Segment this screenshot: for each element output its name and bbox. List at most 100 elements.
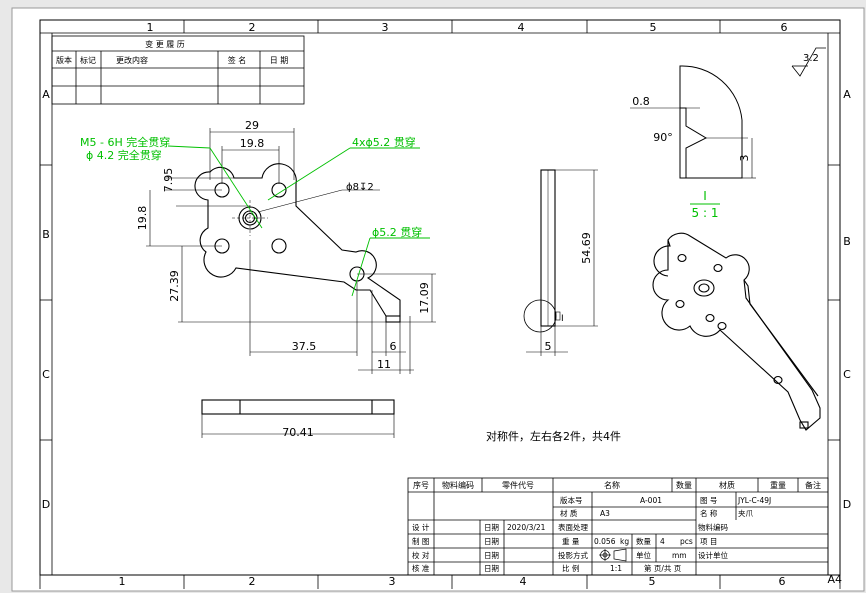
callout-single-hole: ϕ5.2 贯穿 xyxy=(372,225,422,239)
dim-19-8-vertical: 19.8 xyxy=(136,206,149,231)
zone-col-3-bottom: 3 xyxy=(389,575,396,588)
revision-title: 变 更 履 历 xyxy=(145,39,185,49)
tb-qty-label: 数量 xyxy=(636,536,651,546)
front-view-dimensions xyxy=(146,128,436,374)
tb-surface-label: 表面处理 xyxy=(558,522,588,532)
revision-col-sign: 签 名 xyxy=(228,55,247,65)
side-view-part xyxy=(523,169,561,333)
zone-row-b: B xyxy=(42,228,50,241)
detail-dim-90: 90° xyxy=(653,131,673,144)
dim-11: 11 xyxy=(377,358,391,371)
tb-header-name: 名称 xyxy=(604,480,620,490)
bottom-view xyxy=(201,399,395,438)
tb-scale-label: 比 例 xyxy=(562,563,579,573)
tb-approve-label: 核 准 xyxy=(412,563,430,573)
roughness-symbol xyxy=(791,47,826,77)
detail-marker-side: I xyxy=(561,314,564,324)
tb-design-date-value: 2020/3/21 xyxy=(507,523,546,532)
detail-label: I xyxy=(703,189,707,203)
callout-counterbore: ϕ8↧2 xyxy=(346,182,374,193)
revision-col-version: 版本 xyxy=(56,55,72,65)
tb-version-value: A-001 xyxy=(640,496,662,505)
callout-leaders xyxy=(167,145,430,297)
tb-page-label: 第 页/共 页 xyxy=(644,563,682,573)
tb-material-label: 材 质 xyxy=(560,508,578,518)
symmetry-note: 对称件，左右各2件，共4件 xyxy=(486,429,621,443)
paper xyxy=(11,7,865,592)
tb-header-material: 材质 xyxy=(719,480,735,490)
tb-header-code: 物料编码 xyxy=(442,480,474,490)
tb-name-label: 名 称 xyxy=(700,508,718,518)
sheet-size: A4 xyxy=(827,573,842,586)
tb-material-value: A3 xyxy=(600,509,610,518)
tb-drawing-no-value: JYL-C-49J xyxy=(737,496,771,505)
tb-design-label: 设 计 xyxy=(412,522,430,532)
zone-row-d-right: D xyxy=(843,498,851,511)
tb-project-label: 项 目 xyxy=(700,537,717,546)
tb-weight-label: 重 量 xyxy=(562,537,580,546)
tb-material-code-label: 物料编码 xyxy=(698,522,728,532)
tb-drawing-no-label: 图 号 xyxy=(700,496,717,505)
tb-design-date-label: 日期 xyxy=(484,523,499,532)
dim-17-09: 17.09 xyxy=(418,282,431,314)
zone-row-d: D xyxy=(42,498,50,511)
tb-version-label: 版本号 xyxy=(560,495,583,505)
zone-col-3: 3 xyxy=(382,21,389,34)
zone-col-5: 5 xyxy=(650,21,657,34)
projection-symbol xyxy=(599,548,627,562)
side-view-dimensions xyxy=(526,169,598,356)
tb-unit-value: mm xyxy=(672,551,687,560)
detail-dimensions xyxy=(630,107,756,179)
revision-col-content: 更改内容 xyxy=(116,55,148,65)
dim-7-95: 7.95 xyxy=(162,168,175,193)
dim-6: 6 xyxy=(390,340,397,353)
zone-row-b-right: B xyxy=(843,235,851,248)
zone-col-1: 1 xyxy=(147,21,154,34)
detail-scale: 5 : 1 xyxy=(692,206,719,220)
zone-col-1-bottom: 1 xyxy=(119,575,126,588)
zone-col-2: 2 xyxy=(249,21,256,34)
title-block xyxy=(407,477,829,576)
zone-col-5-bottom: 5 xyxy=(649,575,656,588)
tb-check-label: 校 对 xyxy=(412,550,430,560)
tb-unit-label: 单位 xyxy=(636,550,651,560)
dim-37-5: 37.5 xyxy=(292,340,317,353)
dim-27-39: 27.39 xyxy=(168,270,181,302)
tb-header-qty: 数量 xyxy=(676,480,692,490)
zone-col-2-bottom: 2 xyxy=(249,575,256,588)
detail-dim-0-8: 0.8 xyxy=(632,95,650,108)
tb-weight-unit: kg xyxy=(620,537,629,546)
dim-54-69: 54.69 xyxy=(580,232,593,264)
tb-qty-unit: pcs xyxy=(680,537,693,546)
detail-dim-3: 3 xyxy=(738,155,751,162)
tb-draw-label: 制 图 xyxy=(412,536,429,546)
callout-tap-hole: ϕ 4.2 完全贯穿 xyxy=(86,148,162,162)
revision-col-mark: 标记 xyxy=(80,55,96,65)
tb-approve-date-label: 日期 xyxy=(484,564,499,573)
tb-scale-value: 1:1 xyxy=(610,564,622,573)
tb-header-part: 零件代号 xyxy=(502,480,534,490)
dim-70-41: 70.41 xyxy=(282,426,314,439)
roughness-value: 3.2 xyxy=(803,53,819,64)
tb-check-date-label: 日期 xyxy=(484,551,499,560)
revision-col-date: 日 期 xyxy=(270,56,289,65)
tb-qty-value: 4 xyxy=(660,537,665,546)
isometric-view xyxy=(652,232,821,431)
zone-row-a: A xyxy=(42,88,50,101)
counterbore-leader xyxy=(257,189,380,213)
tb-header-weight: 重量 xyxy=(770,480,786,490)
zone-col-4: 4 xyxy=(518,21,525,34)
zone-row-c-right: C xyxy=(843,368,851,381)
zone-ruler-top xyxy=(40,20,840,34)
zone-row-a-right: A xyxy=(843,88,851,101)
callout-thread: M5 - 6H 完全贯穿 xyxy=(80,135,170,149)
tb-draw-date-label: 日期 xyxy=(484,537,499,546)
zone-col-6-bottom: 6 xyxy=(779,575,786,588)
zone-col-4-bottom: 4 xyxy=(520,575,527,588)
tb-weight-value: 0.056 xyxy=(594,537,616,546)
dim-side-5: 5 xyxy=(545,340,552,353)
tb-header-seq: 序号 xyxy=(413,480,429,490)
tb-design-unit-label: 设计单位 xyxy=(698,550,728,560)
tb-header-remark: 备注 xyxy=(805,480,821,490)
